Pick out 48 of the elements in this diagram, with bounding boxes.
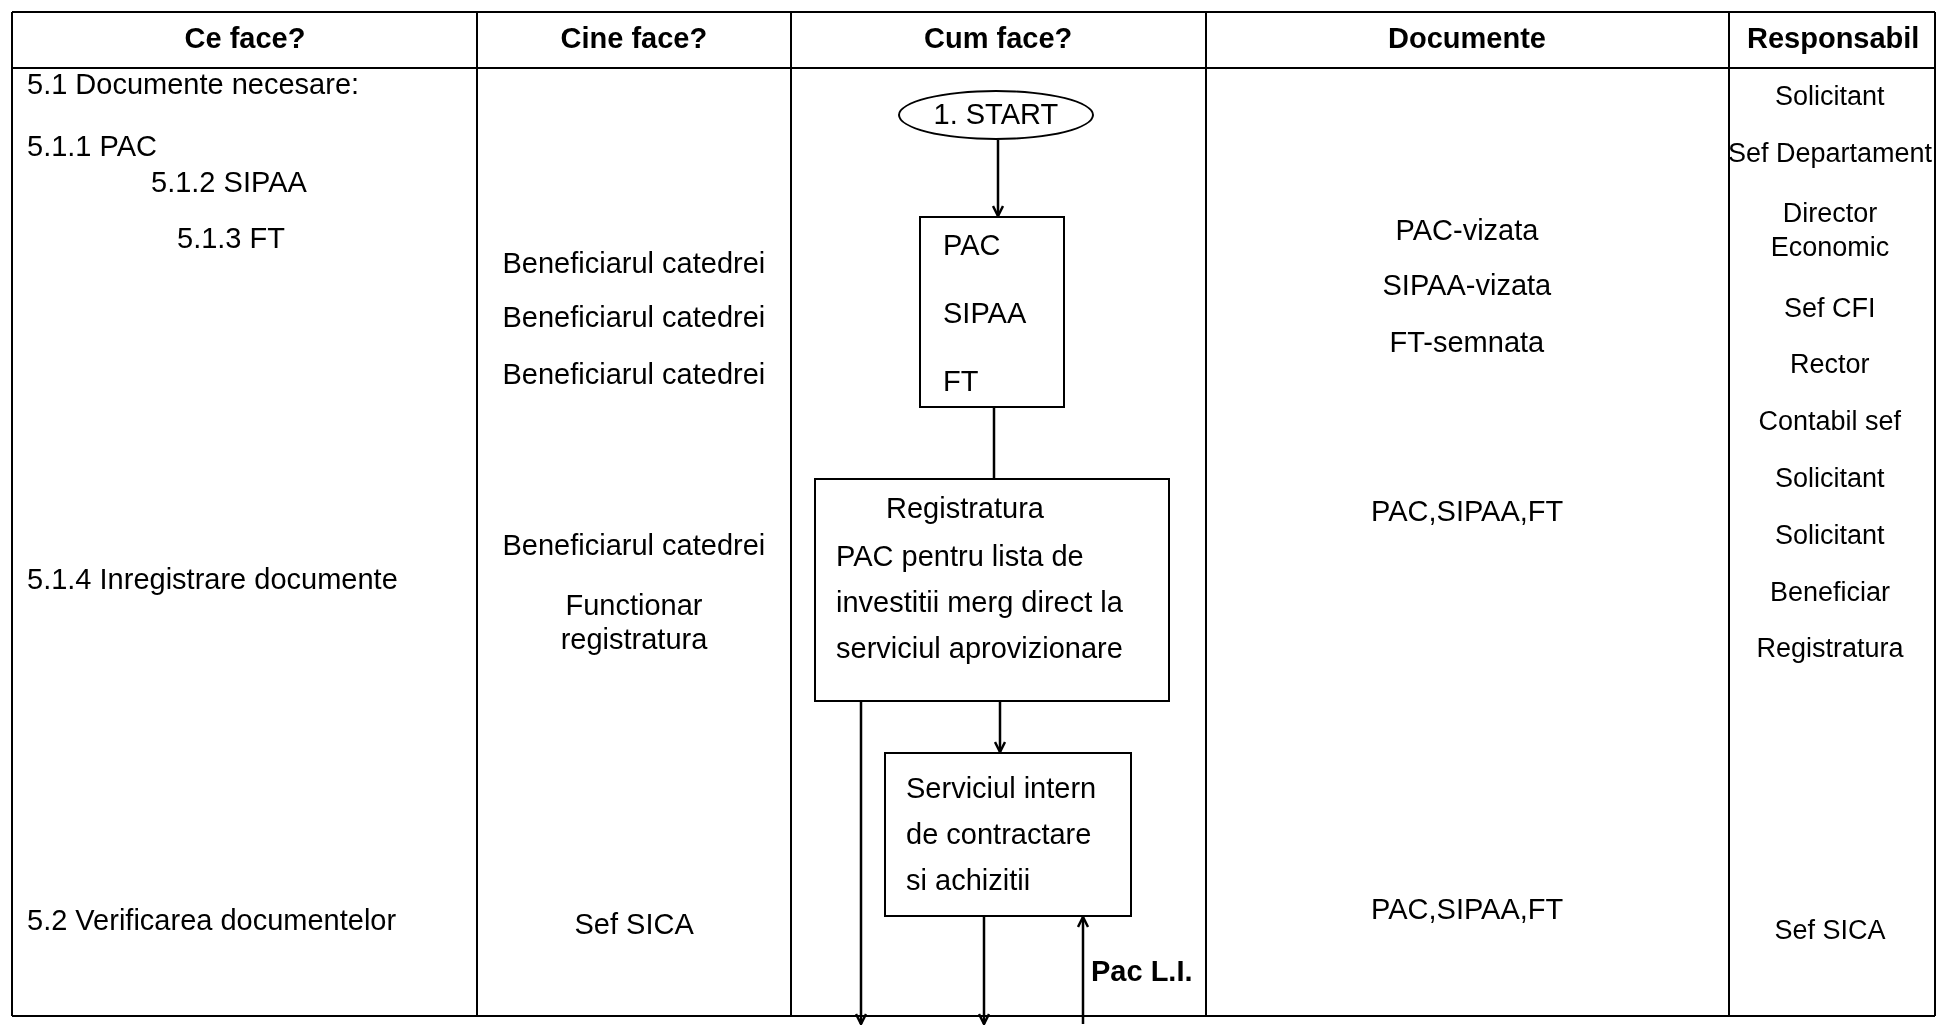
column-header: Documente [1388,21,1546,55]
table-text: SIPAA-vizata [1382,268,1552,302]
table-text: Contabil sef [1758,405,1902,438]
table-text: Sef SICA [1774,914,1886,947]
node-text: SIPAA [943,296,1027,330]
table-text: Rector [1790,348,1870,381]
column-header: Cine face? [560,21,708,55]
node-text: FT [943,364,979,398]
column-header: Ce face? [184,21,306,55]
table-text: Sef CFI [1784,292,1876,325]
node-text: PAC pentru lista de investitii merg direct la serviciul aprovizionare [836,539,1124,666]
process-box [884,752,1132,917]
table-text: Beneficiarul catedrei [502,357,766,391]
table-text: Beneficiarul catedrei [502,528,766,562]
table-text: Sef Departament [1728,137,1933,170]
arrow [993,702,1007,754]
table-text: Director Economic [1769,197,1891,264]
table-text: 5.1.2 SIPAA [151,165,307,199]
column-header: Responsabil [1747,21,1920,55]
arrow [854,702,868,1026]
table-text: Beneficiar [1770,576,1891,609]
table-text: 5.2 Verificarea documentelor [27,903,397,937]
process-box [814,478,1170,702]
table-text: Solicitant [1775,519,1885,552]
table-text: PAC,SIPAA,FT [1371,494,1564,528]
table-text: Sef SICA [574,907,694,941]
arrow [991,140,1005,218]
table-text: Beneficiarul catedrei [502,300,766,334]
arrow [1076,915,1090,1024]
table-text: Registratura [1756,632,1904,665]
process-box [919,216,1065,408]
table-text: Solicitant [1775,462,1885,495]
table-text: Beneficiarul catedrei [502,246,766,280]
node-text: Serviciul intern de contractare si achizitii [906,771,1098,898]
node-text: Registratura [886,491,1044,525]
arrow [977,917,991,1026]
node-text: 1. START [933,97,1059,131]
table-text: 5.1.1 PAC [27,129,158,163]
table-text: 5.1.3 FT [177,221,285,255]
column-header: Cum face? [924,21,1073,55]
table-text: FT-semnata [1389,325,1545,359]
table-text: PAC-vizata [1395,213,1539,247]
table-text: Functionar registratura [559,588,709,656]
node-text: PAC [943,228,1001,262]
table-text: 5.1 Documente necesare: [27,67,360,101]
table-text: Solicitant [1775,80,1885,113]
table-text: PAC,SIPAA,FT [1371,892,1564,926]
table-text: 5.1.4 Inregistrare documente [27,562,398,596]
